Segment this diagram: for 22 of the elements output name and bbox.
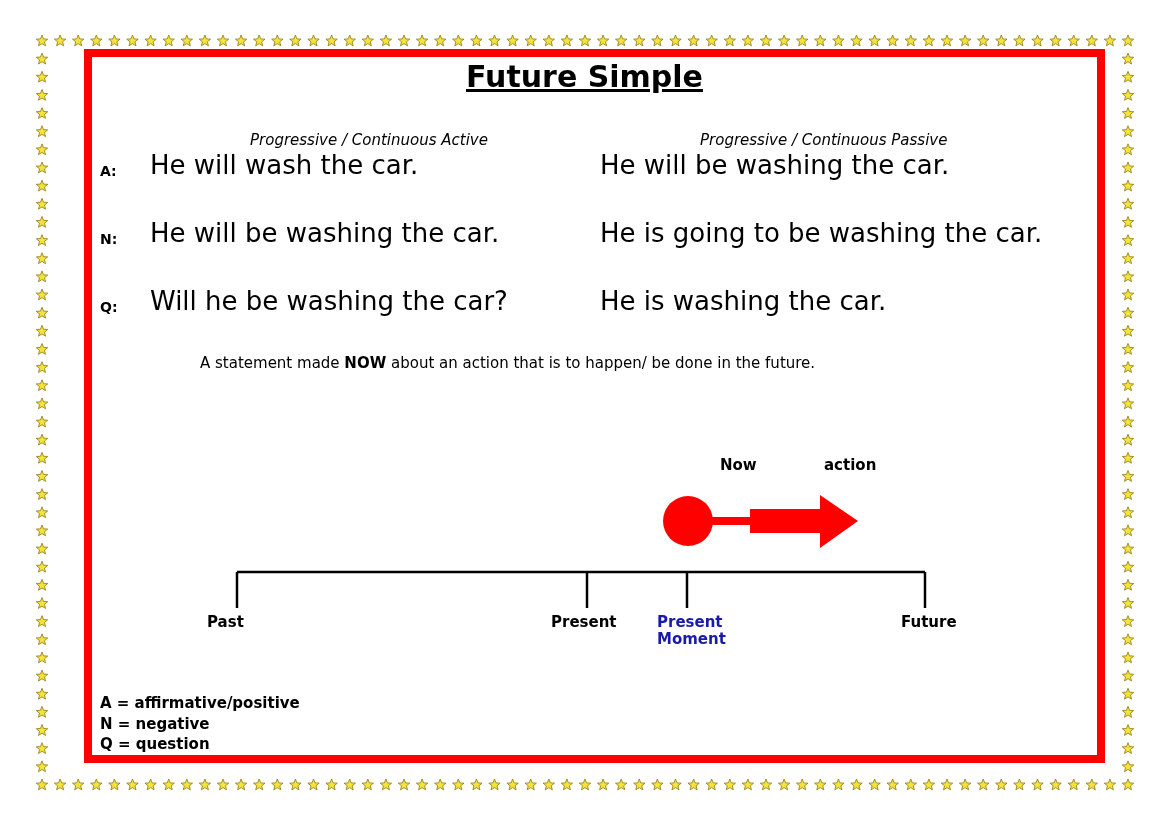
note-text: A statement made NOW about an action that is to happen/ be done in the future. xyxy=(200,355,816,373)
key-text: Q = question xyxy=(100,736,210,754)
time-label: Now xyxy=(720,457,757,475)
sentence: He is going to be washing the car. xyxy=(600,219,1043,249)
sentence: He is washing the car. xyxy=(600,287,887,317)
sentence: He will be washing the car. xyxy=(150,219,500,249)
tick-label: Future xyxy=(901,614,957,632)
title: Future Simple xyxy=(465,60,704,95)
row-letter: N: xyxy=(100,231,118,248)
tick-label: Present Moment xyxy=(657,614,727,649)
row-letter: A: xyxy=(100,163,117,180)
key-text: A = affirmative/positive xyxy=(100,695,300,713)
tick-label: Present xyxy=(551,614,617,632)
time-label: action xyxy=(824,457,877,475)
row-letter: Q: xyxy=(100,299,118,316)
sentence: He will be washing the car. xyxy=(600,151,950,181)
column-heading: Progressive / Continuous Passive xyxy=(700,132,948,150)
sentence: He will wash the car. xyxy=(150,151,419,181)
key-text: N = negative xyxy=(100,716,210,734)
sentence: Will he be washing the car? xyxy=(150,287,508,317)
column-heading: Progressive / Continuous Active xyxy=(250,132,488,150)
tick-label: Past xyxy=(207,614,244,632)
